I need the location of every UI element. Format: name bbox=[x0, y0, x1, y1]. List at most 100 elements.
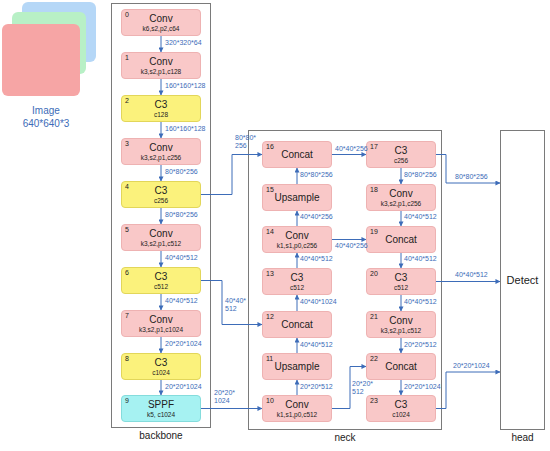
layer-type: Upsample bbox=[274, 192, 319, 203]
layer-index: 11 bbox=[266, 355, 273, 363]
data-flow-arrow bbox=[161, 337, 162, 353]
data-flow-arrow bbox=[332, 154, 366, 155]
data-flow-arrow bbox=[161, 380, 162, 395]
layer-type: C3 bbox=[155, 357, 168, 368]
image-channel bbox=[2, 24, 80, 96]
layer-box: 10Convk1,s1,p0,c512 bbox=[262, 395, 332, 422]
data-flow-arrow bbox=[161, 208, 162, 224]
layer-type: C3 bbox=[291, 272, 304, 283]
tensor-shape: 40*40*512 bbox=[165, 254, 198, 262]
layer-box: 15Upsample bbox=[262, 184, 332, 211]
data-flow-arrow bbox=[201, 408, 262, 409]
layer-index: 2 bbox=[125, 97, 129, 105]
tensor-shape: 20*20*512 bbox=[300, 383, 333, 391]
layer-index: 7 bbox=[125, 312, 129, 320]
layer-params: k3,s2,p1,c128 bbox=[141, 68, 181, 76]
layer-box: 7 Convk3,s2,p1,c1024 bbox=[121, 310, 201, 337]
layer-box: 19Concat bbox=[366, 226, 436, 253]
layer-box: 14Convk1,s1,p0,c256 bbox=[262, 226, 332, 253]
layer-type: Conv bbox=[149, 314, 172, 325]
layer-index: 19 bbox=[370, 228, 378, 236]
tensor-shape: 320*320*64 bbox=[165, 39, 202, 47]
layer-index: 22 bbox=[370, 355, 378, 363]
layer-box: 3Convk3,s2,p1,c256 bbox=[121, 138, 201, 165]
layer-index: 4 bbox=[125, 183, 129, 191]
layer-params: c128 bbox=[154, 111, 168, 119]
tensor-shape: 20*20*1024 bbox=[165, 383, 202, 391]
layer-params: c512 bbox=[394, 284, 408, 292]
data-flow-arrow bbox=[401, 168, 402, 184]
layer-params: k3,s2,p1,c512 bbox=[381, 327, 421, 335]
data-flow-arrow bbox=[436, 281, 500, 282]
layer-params: k3,s2,p1,c512 bbox=[141, 240, 181, 248]
layer-type: C3 bbox=[395, 272, 408, 283]
image-stack bbox=[0, 0, 110, 100]
layer-box: 22Concat bbox=[366, 353, 436, 380]
tensor-shape: 80*80* 256 bbox=[235, 134, 261, 150]
layer-box: 23C3c1024 bbox=[366, 395, 436, 422]
layer-type: C3 bbox=[155, 99, 168, 110]
layer-box: 17 C3c256 bbox=[366, 141, 436, 168]
tensor-shape: 40*40*512 bbox=[300, 255, 333, 263]
data-flow-arrow bbox=[297, 168, 298, 184]
data-flow-arrow bbox=[297, 253, 298, 268]
layer-type: Conv bbox=[149, 56, 172, 67]
layer-type: C3 bbox=[155, 185, 168, 196]
layer-params: c1024 bbox=[392, 411, 410, 419]
layer-box: 0Convk6,s2,p2,c64 bbox=[121, 9, 201, 36]
data-flow-arrow bbox=[161, 79, 162, 95]
layer-index: 8 bbox=[125, 355, 129, 363]
layer-box: 21Convk3,s2,p1,c512 bbox=[366, 311, 436, 338]
layer-box: 12Concat bbox=[262, 311, 332, 338]
tensor-shape: 80*80*256 bbox=[165, 168, 198, 176]
head-name: Detect bbox=[507, 274, 539, 287]
layer-params: k6,s2,p2,c64 bbox=[143, 25, 180, 33]
layer-index: 17 bbox=[370, 143, 378, 151]
data-flow-arrow bbox=[297, 211, 298, 226]
data-flow-arrow bbox=[161, 251, 162, 267]
layer-index: 15 bbox=[266, 186, 274, 194]
layer-type: C3 bbox=[395, 145, 408, 156]
tensor-shape: 40*40*512 bbox=[404, 213, 437, 221]
layer-index: 6 bbox=[125, 269, 129, 277]
layer-params: c256 bbox=[154, 197, 168, 205]
data-flow-arrow bbox=[297, 380, 298, 395]
panel-label: backbone bbox=[112, 430, 210, 442]
layer-params: c1024 bbox=[152, 369, 170, 377]
data-flow-arrow bbox=[332, 239, 366, 240]
data-flow-arrow bbox=[401, 253, 402, 268]
layer-type: Concat bbox=[281, 149, 313, 160]
layer-params: k3,s2,p1,c1024 bbox=[139, 326, 183, 334]
tensor-shape: 40*40*512 bbox=[455, 271, 488, 279]
layer-params: c256 bbox=[394, 157, 408, 165]
layer-params: k5, c1024 bbox=[147, 411, 175, 419]
tensor-shape: 80*80*256 bbox=[455, 173, 488, 181]
data-flow-arrow bbox=[161, 122, 162, 138]
head-panel: Detecthead bbox=[500, 130, 545, 430]
layer-params: k3,s2,p1,c256 bbox=[141, 154, 181, 162]
data-flow-arrow bbox=[201, 281, 262, 325]
data-flow-arrow bbox=[297, 295, 298, 311]
layer-index: 10 bbox=[266, 397, 274, 405]
tensor-shape: 40*40*256 bbox=[300, 213, 333, 221]
data-flow-arrow bbox=[401, 380, 402, 395]
layer-index: 20 bbox=[370, 270, 378, 278]
data-flow-arrow bbox=[201, 155, 262, 195]
tensor-shape: 40*40*512 bbox=[404, 298, 437, 306]
layer-type: Concat bbox=[385, 361, 417, 372]
tensor-shape: 20*20*1024 bbox=[404, 383, 441, 391]
tensor-shape: 80*80*256 bbox=[300, 171, 333, 179]
layer-type: Conv bbox=[389, 188, 412, 199]
panel-label: head bbox=[501, 432, 544, 444]
layer-box: 11Upsample bbox=[262, 353, 332, 380]
tensor-shape: 20*20*1024 bbox=[165, 340, 202, 348]
layer-index: 1 bbox=[125, 54, 129, 62]
layer-box: 16Concat bbox=[262, 141, 332, 168]
layer-index: 16 bbox=[266, 143, 274, 151]
layer-box: 18Convk3,s2,p1,c256 bbox=[366, 184, 436, 211]
tensor-shape: 20*20*512 bbox=[404, 341, 437, 349]
layer-box: 5Convk3,s2,p1,c512 bbox=[121, 224, 201, 251]
layer-box: 20 C3c512 bbox=[366, 268, 436, 295]
